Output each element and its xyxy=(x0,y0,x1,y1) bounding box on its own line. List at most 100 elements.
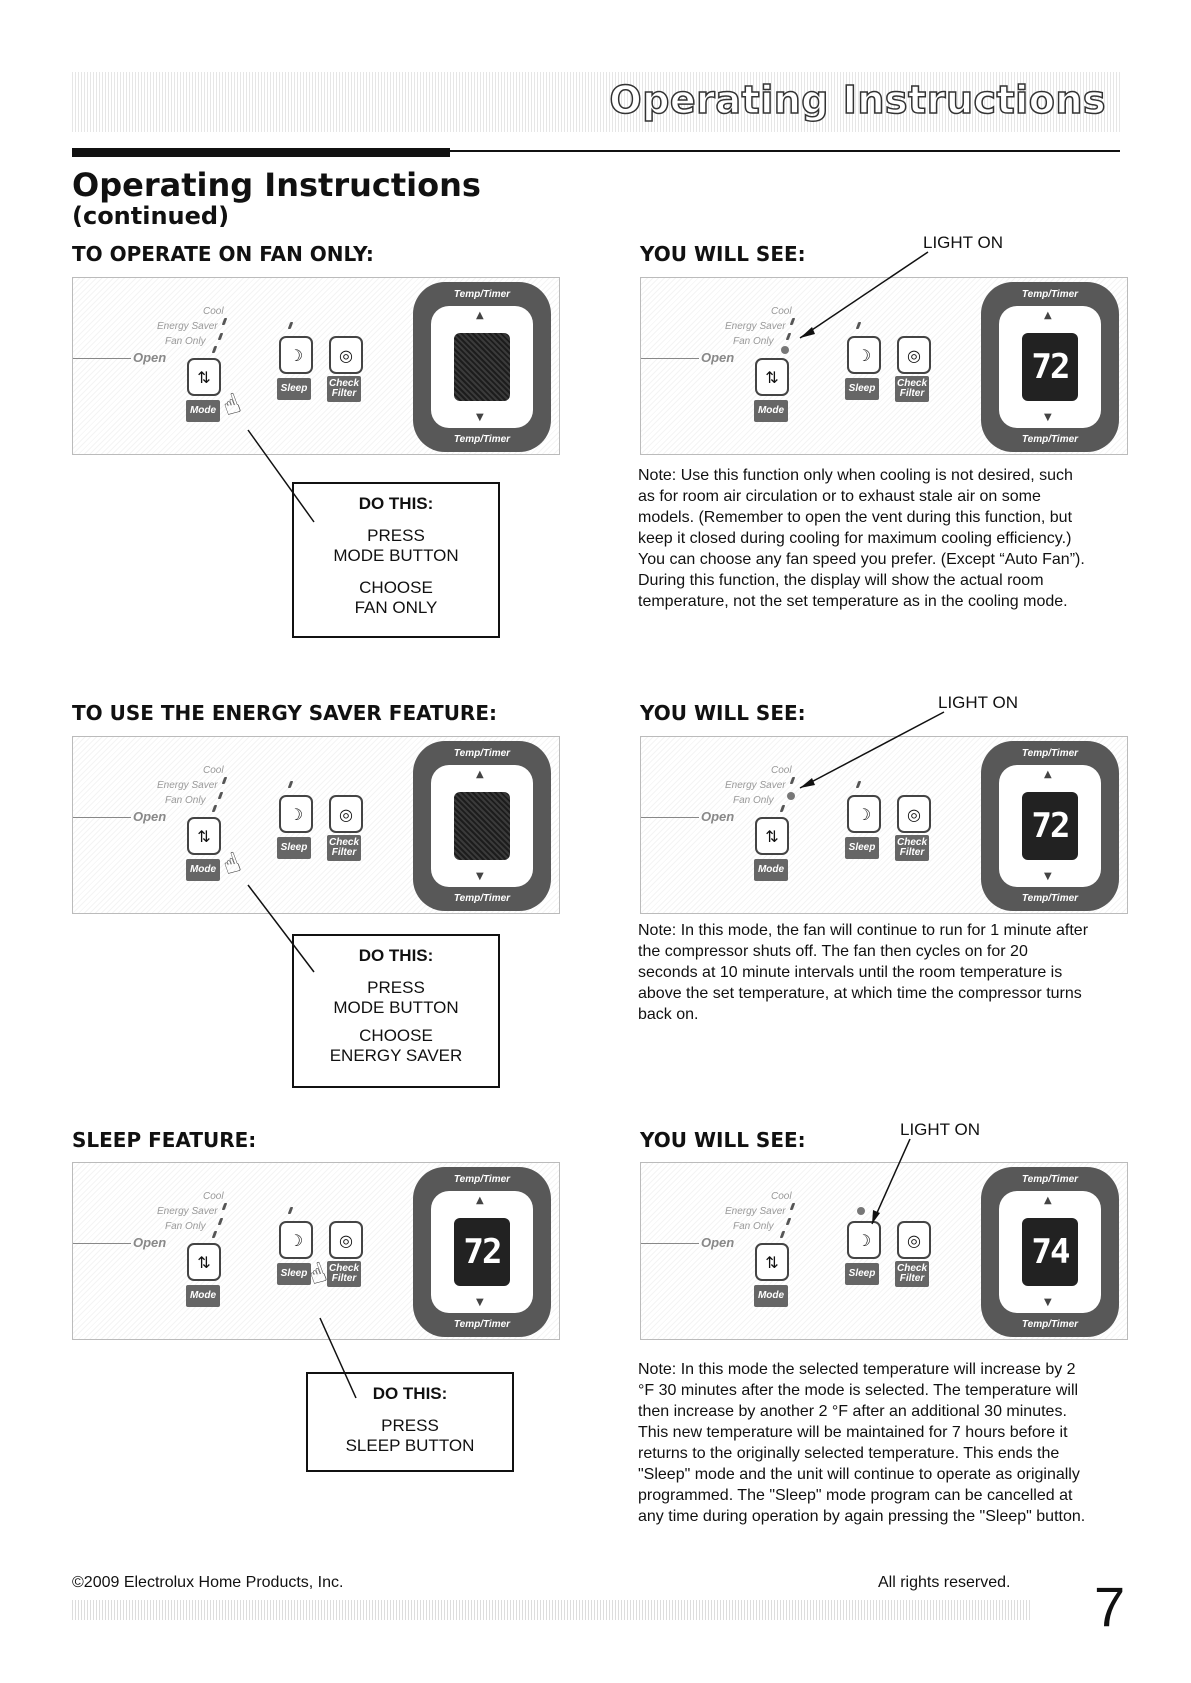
filter-icon: ◎ xyxy=(897,1221,931,1259)
filter-label: Filter xyxy=(331,388,357,399)
temp-timer-label-bottom: Temp/Timer xyxy=(1021,434,1079,445)
do-this-box-fan-only: DO THIS: PRESS MODE BUTTON CHOOSE FAN ON… xyxy=(292,482,500,638)
temp-timer-label-bottom: Temp/Timer xyxy=(453,1319,511,1330)
do-this-title: DO THIS: xyxy=(372,1384,448,1403)
display-window: ▲ 74 ▼ xyxy=(999,1191,1101,1313)
mode-label: Mode xyxy=(754,1285,788,1307)
pointer-line xyxy=(247,429,315,523)
moon-icon: ☽ xyxy=(279,336,313,374)
filter-icon: ◎ xyxy=(897,795,931,833)
up-arrow-icon: ▲ xyxy=(476,769,484,780)
vent-line xyxy=(73,1243,131,1244)
do-line: MODE BUTTON xyxy=(333,998,459,1017)
mode-button: ⇅ xyxy=(755,1243,789,1281)
filter-icon: ◎ xyxy=(897,336,931,374)
up-arrow-icon: ▲ xyxy=(476,1195,484,1206)
header-rule-accent xyxy=(72,148,450,157)
temp-timer-control: Temp/Timer Temp/Timer ▲ 72 ▼ xyxy=(981,741,1119,911)
footer-texture xyxy=(72,1600,1032,1620)
temperature-display: 74 xyxy=(1022,1218,1078,1286)
check-filter-label: Check Filter xyxy=(327,1261,361,1287)
mode-button: ⇅ xyxy=(187,358,221,396)
display-window: ▲ ▼ xyxy=(431,765,533,887)
control-panel-illustration: Cool Energy Saver Fan Only Open ⇅ Mode ☽… xyxy=(72,1162,560,1340)
down-arrow-icon: ▼ xyxy=(476,1297,484,1308)
energy-saver-label: Energy Saver xyxy=(157,321,218,332)
do-this-title: DO THIS: xyxy=(358,494,434,513)
up-arrow-icon: ▲ xyxy=(476,310,484,321)
energy-saver-label: Energy Saver xyxy=(725,1206,786,1217)
page-subtitle: (continued) xyxy=(72,202,230,230)
mode-label: Mode xyxy=(186,859,220,881)
indicator-light-on xyxy=(781,346,789,354)
temp-timer-label-bottom: Temp/Timer xyxy=(1021,893,1079,904)
header-rule xyxy=(72,150,1120,152)
vent-line xyxy=(641,358,699,359)
check-label: Check xyxy=(896,1263,927,1274)
up-arrow-icon: ▲ xyxy=(1044,1195,1052,1206)
temp-timer-label-top: Temp/Timer xyxy=(1021,289,1079,300)
temp-timer-label-top: Temp/Timer xyxy=(453,748,511,759)
light-on-label: LIGHT ON xyxy=(900,1120,980,1139)
page-title: Operating Instructions xyxy=(72,166,481,204)
do-this-box-sleep: DO THIS: PRESS SLEEP BUTTON xyxy=(306,1372,514,1472)
temp-timer-control: Temp/Timer Temp/Timer ▲ 72 ▼ xyxy=(981,282,1119,452)
temp-timer-control: Temp/Timer Temp/Timer ▲ ▼ xyxy=(413,741,551,911)
do-line: ENERGY SAVER xyxy=(329,1046,463,1065)
do-line: FAN ONLY xyxy=(354,598,438,617)
pointer-line xyxy=(871,1138,911,1225)
temp-timer-label-top: Temp/Timer xyxy=(1021,748,1079,759)
light-on-label: LIGHT ON xyxy=(938,693,1018,712)
down-arrow-icon: ▼ xyxy=(1044,1297,1052,1308)
temperature-display: 72 xyxy=(1022,333,1078,401)
moon-icon: ☽ xyxy=(847,795,881,833)
energy-saver-label: Energy Saver xyxy=(157,780,218,791)
temp-timer-label-top: Temp/Timer xyxy=(453,289,511,300)
check-filter-label: Check Filter xyxy=(327,376,361,402)
check-label: Check xyxy=(896,837,927,848)
section-heading-fan-only: TO OPERATE ON FAN ONLY: xyxy=(72,242,374,266)
see-heading-energy-saver: YOU WILL SEE: xyxy=(640,701,806,725)
display-window: ▲ ▼ xyxy=(431,306,533,428)
header-banner: Operating Instructions xyxy=(72,72,1120,132)
filter-label: Filter xyxy=(899,1273,925,1284)
do-this-box-energy-saver: DO THIS: PRESS MODE BUTTON CHOOSE ENERGY… xyxy=(292,934,500,1088)
down-arrow-icon: ▼ xyxy=(1044,871,1052,882)
temp-timer-label-bottom: Temp/Timer xyxy=(1021,1319,1079,1330)
rights-reserved: All rights reserved. xyxy=(878,1574,1011,1591)
check-label: Check xyxy=(328,837,359,848)
do-line: CHOOSE xyxy=(359,1026,433,1045)
moon-icon: ☽ xyxy=(847,336,881,374)
down-arrow-icon: ▼ xyxy=(476,412,484,423)
open-label: Open xyxy=(701,1235,735,1250)
temperature-display xyxy=(454,333,510,401)
temperature-display xyxy=(454,792,510,860)
control-panel-illustration: Cool Energy Saver Fan Only Open ⇅ Mode ☽… xyxy=(640,277,1128,455)
temp-timer-label-bottom: Temp/Timer xyxy=(453,893,511,904)
sleep-label: Sleep xyxy=(277,837,311,859)
filter-label: Filter xyxy=(899,388,925,399)
copyright: ©2009 Electrolux Home Products, Inc. xyxy=(72,1574,344,1591)
display-window: ▲ 72 ▼ xyxy=(999,765,1101,887)
moon-icon: ☽ xyxy=(847,1221,881,1259)
sleep-label: Sleep xyxy=(277,1263,311,1285)
cool-label: Cool xyxy=(203,306,224,317)
vent-line xyxy=(641,1243,699,1244)
check-filter-label: Check Filter xyxy=(895,1261,929,1287)
mode-label: Mode xyxy=(754,859,788,881)
temp-timer-label-top: Temp/Timer xyxy=(453,1174,511,1185)
temp-timer-control: Temp/Timer Temp/Timer ▲ 72 ▼ xyxy=(413,1167,551,1337)
moon-icon: ☽ xyxy=(279,1221,313,1259)
control-panel-illustration: Cool Energy Saver Fan Only Open ⇅ Mode ☽… xyxy=(640,736,1128,914)
temp-timer-label-top: Temp/Timer xyxy=(1021,1174,1079,1185)
fan-only-label: Fan Only xyxy=(165,1221,206,1232)
do-this-title: DO THIS: xyxy=(358,946,434,965)
mode-label: Mode xyxy=(754,400,788,422)
vent-line xyxy=(641,817,699,818)
do-line: CHOOSE xyxy=(359,578,433,597)
vent-line xyxy=(73,358,131,359)
do-line: PRESS xyxy=(381,1416,439,1435)
temperature-display: 72 xyxy=(1022,792,1078,860)
pointer-line xyxy=(799,711,945,789)
mode-button: ⇅ xyxy=(755,817,789,855)
